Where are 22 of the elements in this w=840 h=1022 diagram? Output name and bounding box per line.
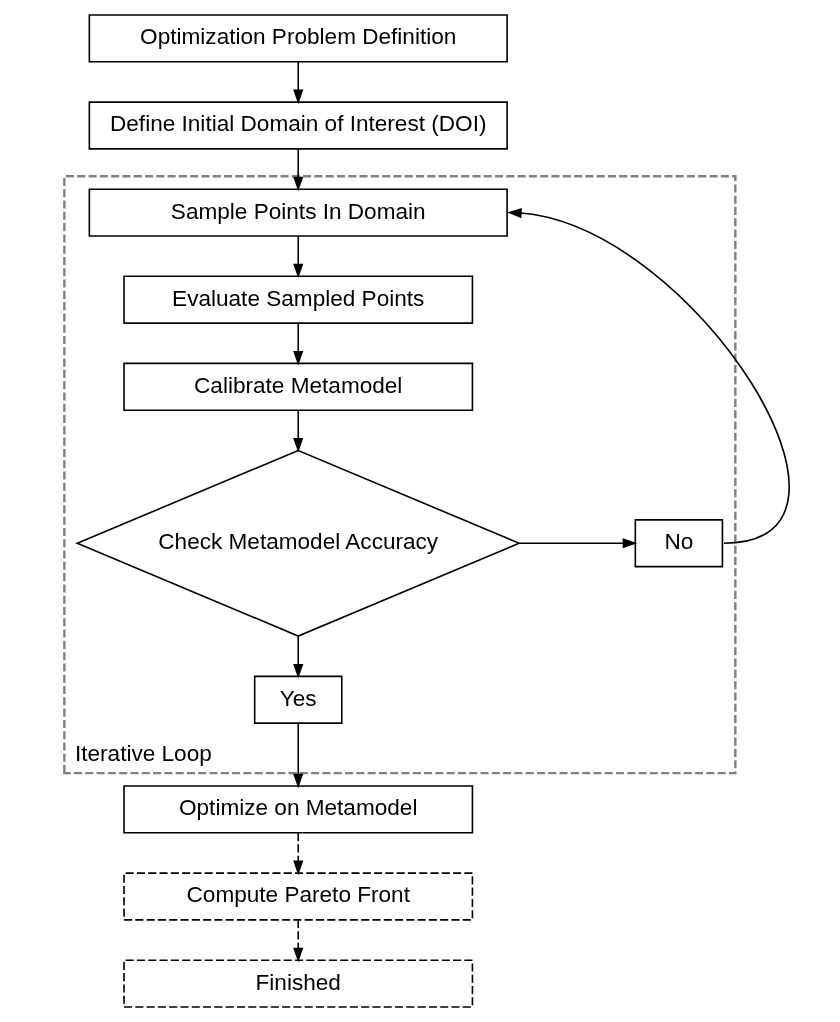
node-box: Optimization Problem Definition: [88, 14, 508, 63]
arrow: [292, 148, 303, 192]
node-box: Define Initial Domain of Interest (DOI): [88, 101, 508, 150]
node-box: Optimize on Metamodel: [122, 785, 473, 834]
node-box: Yes: [253, 675, 343, 724]
node-box: Finished: [122, 959, 473, 1008]
arrow: [292, 722, 303, 789]
arrow: [292, 322, 303, 366]
arrow: [292, 61, 303, 105]
arrow: [518, 538, 637, 549]
arrow: [292, 832, 303, 876]
node-box: No: [634, 519, 723, 568]
node-box: Compute Pareto Front: [122, 872, 473, 921]
arrow: [292, 409, 303, 453]
node-box: Sample Points In Domain: [88, 188, 508, 237]
node-diamond: Check Metamodel Accuracy: [74, 449, 521, 637]
node-box: Calibrate Metamodel: [122, 362, 473, 411]
arrow: [506, 208, 790, 545]
arrow: [292, 235, 303, 279]
arrow: [292, 919, 303, 963]
arrow: [292, 635, 303, 679]
node-box: Evaluate Sampled Points: [122, 275, 473, 324]
